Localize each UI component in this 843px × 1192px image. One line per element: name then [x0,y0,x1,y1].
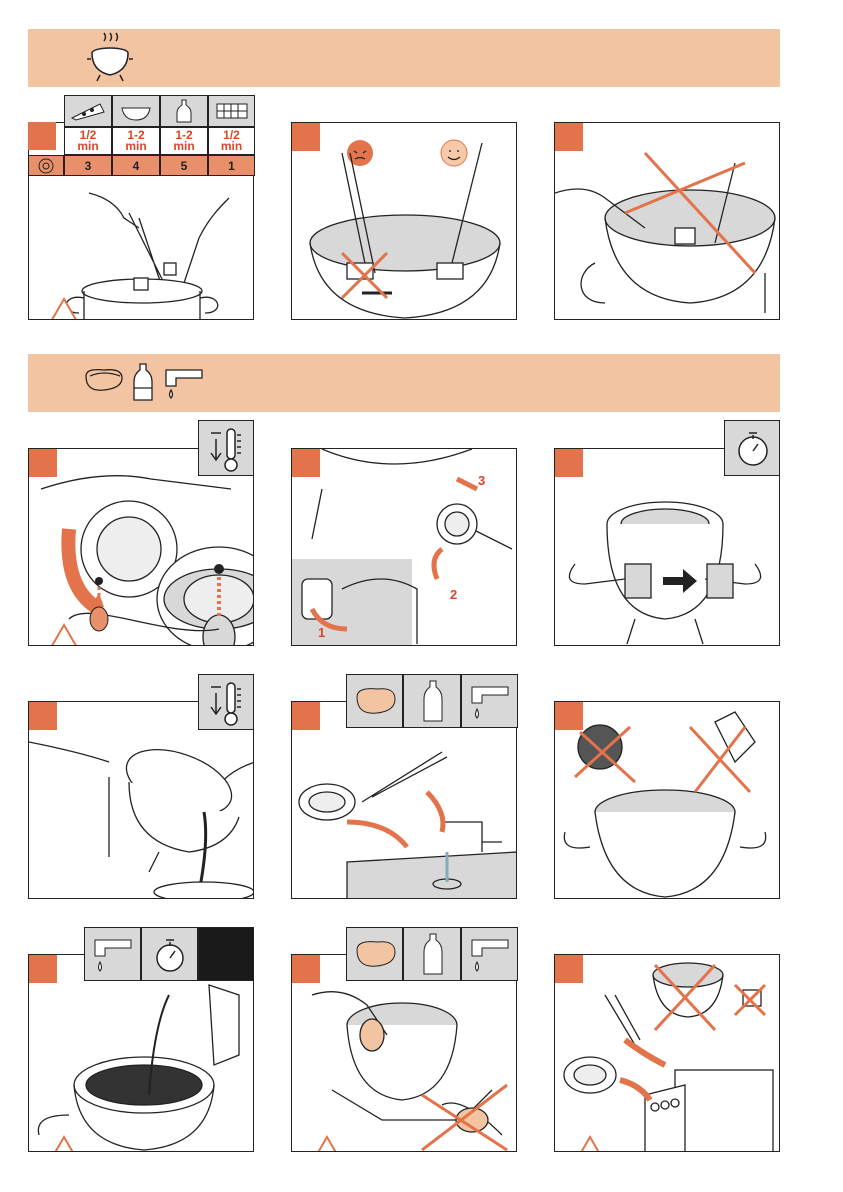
step-panel-5: 3 2 1 [291,448,517,646]
timer-icon [724,420,780,476]
temperature-down-icon [198,420,254,476]
soak-icons [84,927,254,981]
chocolate-icon [208,95,255,127]
detergent-bottle-icon [403,674,461,728]
cleaning-icons [346,674,518,728]
step-panel-12 [554,954,780,1152]
warning-icon [47,1135,81,1152]
section-header-cleaning [28,354,780,412]
cleaning-icons [346,927,518,981]
detergent-bottle-icon [403,927,461,981]
section-header-use [28,29,780,87]
bowl-icon [112,95,160,127]
step-panel-2 [291,122,517,320]
level-cell: 4 [112,155,160,176]
step-panel-10 [28,954,254,1152]
thermostat-dial-icon [28,155,64,176]
tap-icon [461,674,518,728]
tap-icon [461,927,518,981]
tap-icon [166,370,202,398]
cheese-icon [64,95,112,127]
detergent-bottle-icon [134,364,152,400]
angry-face-icon [347,140,373,166]
step-panel-8 [291,701,517,899]
level-cell: 3 [64,155,112,176]
tap-icon [84,927,141,981]
step-label-2: 2 [450,587,457,602]
sponge-icon [86,370,122,391]
steaming-pot-icon [28,29,780,87]
sponge-icon [346,674,403,728]
timer-icon [141,927,198,981]
warning-icon [47,297,81,320]
step-panel-3 [554,122,780,320]
sponge-icon [346,927,403,981]
bottle-icon [160,95,208,127]
level-cell: 5 [160,155,208,176]
step-number-badge [28,122,56,150]
warning-icon [573,1135,607,1152]
step-panel-6 [554,448,780,646]
warning-icon [310,1135,344,1152]
step-panel-9 [554,701,780,899]
temperature-down-icon [198,674,254,730]
happy-face-icon [441,140,467,166]
step-panel-11 [291,954,517,1152]
night-moon-icon [198,927,254,981]
step-label-1: 1 [318,625,325,640]
warning-icon [47,623,81,646]
step-label-3: 3 [478,473,485,488]
step-panel-4 [28,448,254,646]
level-cell: 1 [208,155,255,176]
